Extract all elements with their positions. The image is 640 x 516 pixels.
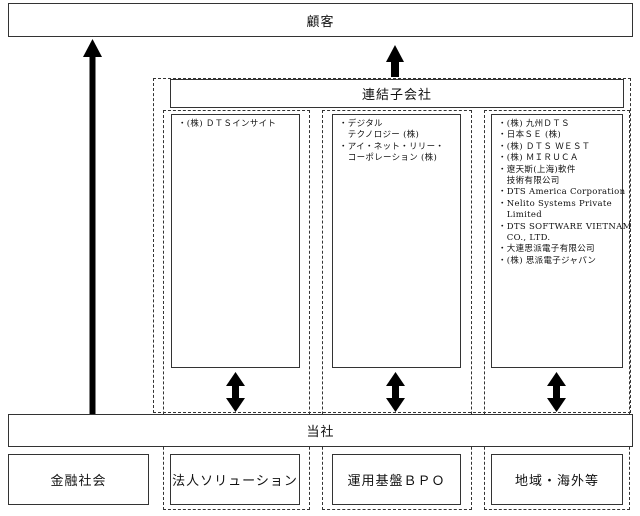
subsidiaries-label: 連結子会社 (361, 88, 432, 103)
subsidiary-group-outline (153, 78, 631, 413)
subsidiary-item: ・遼天斯(上海)軟件 (498, 164, 576, 175)
subsidiary-item: ・DTS America Corporation (498, 187, 626, 198)
subsidiary-list-box-2: ・デジタル テクノロジー (株) ・アイ・ネット・リリー・ コーポレーション (… (332, 114, 461, 368)
subsidiary-item: テクノロジー (株) (339, 130, 420, 141)
subsidiary-item: ・(株) ＤＴＳ ＷＥＳＴ (498, 141, 591, 152)
subsidiary-list-2: ・デジタル テクノロジー (株) ・アイ・ネット・リリー・ コーポレーション (… (339, 119, 460, 165)
customer-label: 顧客 (306, 14, 335, 30)
segment-label: 金融社会 (50, 474, 107, 489)
subsidiary-item: 技術有限公司 (498, 176, 560, 187)
segment-label: 法人ソリューション (172, 474, 298, 489)
segment-label: 運用基盤ＢＰＯ (347, 474, 446, 489)
subsidiary-item: コーポレーション (株) (339, 153, 438, 164)
arrow-company-to-customer (83, 39, 102, 414)
bidirectional-arrow-3 (547, 372, 566, 412)
company-box: 当社 (8, 414, 633, 447)
subsidiary-item: ・(株) 思派電子ジャパン (498, 255, 597, 266)
subsidiary-item: ・(株) ＤＴＳインサイト (178, 119, 277, 129)
arrow-subsidiaries-to-customer (386, 45, 404, 77)
subsidiary-list-box-3: ・(株) 九州ＤＴＳ ・日本ＳＥ (株) ・(株) ＤＴＳ ＷＥＳＴ ・(株) … (491, 114, 632, 368)
bidirectional-arrow-1 (226, 372, 245, 412)
subsidiary-list-box-1: ・(株) ＤＴＳインサイト (171, 114, 300, 368)
segment-label: 地域・海外等 (514, 474, 599, 489)
bidirectional-arrow-2 (386, 372, 405, 412)
segment-box-corporate: 法人ソリューション (170, 454, 300, 505)
subsidiary-item: ・デジタル (339, 119, 383, 129)
segment-outline-2 (322, 110, 472, 510)
subsidiary-item: CO., LTD. (498, 233, 551, 244)
segment-box-financial: 金融社会 (8, 454, 149, 505)
segment-box-regional: 地域・海外等 (491, 454, 623, 505)
segment-outline-3 (484, 110, 630, 510)
customer-box: 顧客 (8, 3, 633, 37)
subsidiary-list-1: ・(株) ＤＴＳインサイト (178, 119, 299, 130)
segment-outline-1 (163, 110, 310, 510)
segment-box-operations: 運用基盤ＢＰＯ (332, 454, 461, 505)
subsidiaries-box: 連結子会社 (170, 79, 624, 108)
subsidiary-item: ・(株) ＭＩＲＵＣＡ (498, 153, 579, 164)
company-label: 当社 (306, 425, 335, 440)
subsidiary-item: ・大連思派電子有限公司 (498, 244, 595, 255)
subsidiary-item: ・Nelito Systems Private (498, 198, 612, 209)
subsidiary-item: ・アイ・ネット・リリー・ (339, 141, 445, 152)
subsidiary-item: ・DTS SOFTWARE VIETNAM (498, 221, 632, 232)
subsidiary-item: ・(株) 九州ＤＴＳ (498, 119, 570, 129)
subsidiary-item: Limited (498, 210, 542, 221)
subsidiary-list-3: ・(株) 九州ＤＴＳ ・日本ＳＥ (株) ・(株) ＤＴＳ ＷＥＳＴ ・(株) … (498, 119, 632, 267)
subsidiary-item: ・日本ＳＥ (株) (498, 130, 562, 141)
